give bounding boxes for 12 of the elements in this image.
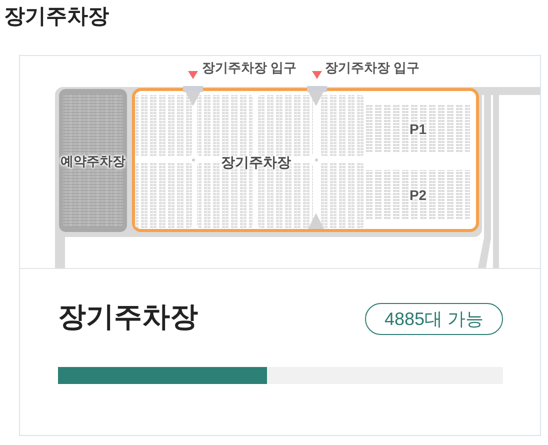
section-heading: 장기주차장 xyxy=(58,300,198,334)
parking-section xyxy=(366,104,470,153)
parking-area xyxy=(132,88,479,232)
area-label: 장기주차장 xyxy=(221,153,291,171)
section-label: P2 xyxy=(409,186,427,204)
section-label: P1 xyxy=(409,120,427,138)
page-title: 장기주차장 xyxy=(4,4,109,30)
entrance-label: 장기주차장 입구 xyxy=(325,60,420,76)
parking-section xyxy=(366,170,470,220)
entrance-label: 장기주차장 입구 xyxy=(202,60,297,76)
status-badge: 4885대 가능 xyxy=(365,303,503,335)
area-label: 예약주차장 xyxy=(60,152,126,169)
